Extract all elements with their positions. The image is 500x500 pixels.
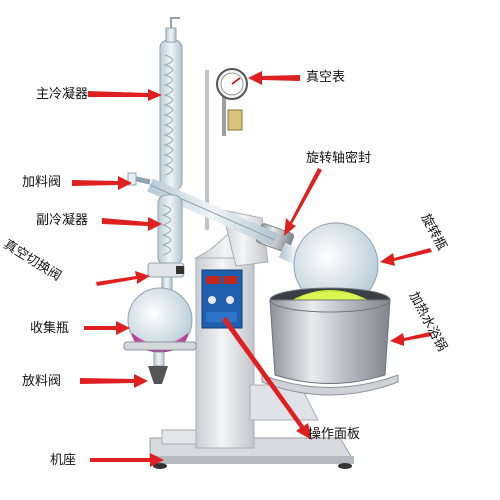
main-condenser-shape xyxy=(159,17,183,191)
arrow-secondary-condenser xyxy=(102,217,162,231)
arrow-main-condenser xyxy=(88,89,162,101)
secondary-condenser-shape xyxy=(157,194,183,266)
arrow-collection-flask xyxy=(84,321,130,335)
arrow-feed-valve xyxy=(72,176,132,190)
arrow-base xyxy=(90,453,164,467)
arrows xyxy=(72,71,432,467)
arrow-rotary-seal xyxy=(284,168,322,236)
label-vacuum-gauge: 真空表 xyxy=(306,70,346,85)
arrow-rotary-flask xyxy=(380,248,432,266)
arrow-vacuum-switch-valve xyxy=(96,271,150,286)
label-control-panel: 操作面板 xyxy=(308,427,361,442)
label-feed-valve: 加料阀 xyxy=(22,175,62,190)
label-rotary-seal: 旋转轴密封 xyxy=(306,151,372,166)
label-secondary-condenser: 副冷凝器 xyxy=(36,213,89,228)
collection-flask-shape xyxy=(123,287,197,384)
arrow-vacuum-gauge xyxy=(248,71,300,85)
arrow-discharge-valve xyxy=(80,374,148,388)
label-base: 机座 xyxy=(50,453,77,468)
feed-tube-shape xyxy=(127,172,278,247)
arrow-heating-bath xyxy=(390,332,432,346)
vacuum-switch-valve-shape xyxy=(147,262,185,292)
control-panel-shape xyxy=(201,269,243,329)
label-collection-flask: 收集瓶 xyxy=(30,321,70,336)
heating-bath-shape xyxy=(261,287,399,396)
gauge-assembly xyxy=(205,68,248,230)
arrow-control-panel xyxy=(222,317,312,440)
label-discharge-valve: 放料阀 xyxy=(22,374,62,389)
label-main-condenser: 主冷凝器 xyxy=(36,87,89,102)
